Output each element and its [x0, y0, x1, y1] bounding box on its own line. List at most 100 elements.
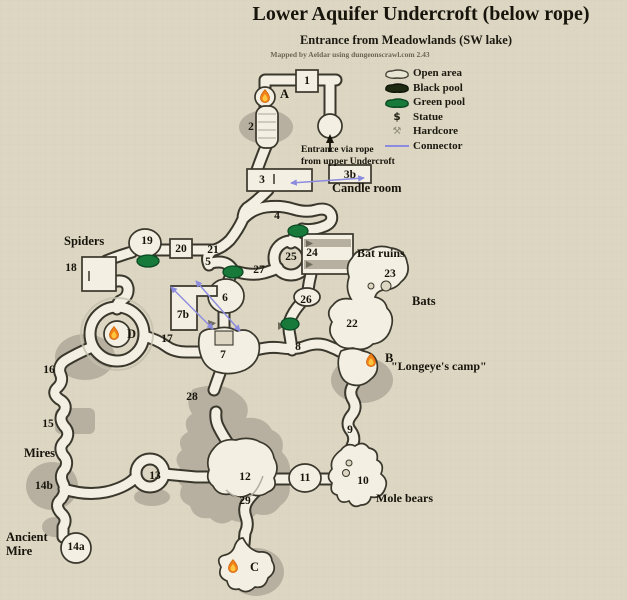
flame-inner [230, 564, 236, 572]
room-18 [81, 256, 117, 292]
room-11 [288, 463, 322, 493]
legend-label: Black pool [413, 81, 463, 94]
pillar-hole [345, 459, 353, 467]
room-number-15: 15 [42, 418, 54, 430]
room-number-28: 28 [186, 391, 198, 403]
green-pool [287, 224, 309, 238]
room-number-29: 29 [239, 495, 251, 507]
flames-layer [109, 89, 376, 573]
poi-letter-D: D [127, 327, 136, 341]
map-label-longeye-s-camp: "Longeye's camp" [391, 359, 487, 373]
room-number-13: 13 [149, 470, 161, 482]
pillar-hole [342, 469, 350, 477]
rooms [60, 69, 409, 593]
room-number-19: 19 [141, 235, 153, 247]
legend-label: Connector [413, 139, 463, 152]
poi-letter-B: B [385, 351, 393, 365]
room-number-4: 4 [274, 210, 280, 222]
green-pool-swatch-icon [381, 97, 413, 109]
connector-line [170, 286, 214, 330]
pools-layer [136, 224, 309, 331]
green-pool [280, 317, 300, 331]
connectors-layer [170, 175, 365, 332]
map-label-candle-room: Candle room [332, 181, 402, 195]
poi-letter-A: A [280, 87, 289, 101]
room-7-pillar [214, 330, 234, 346]
attribution-note: Mapped by Aeldar using dungeonscrawl.com… [270, 50, 430, 59]
room-number-7b: 7b [177, 309, 189, 321]
flame-icon [228, 559, 238, 573]
green-pool [136, 254, 160, 268]
legend-label: Statue [413, 110, 443, 123]
room-14a [60, 532, 92, 564]
entrance-arrow-icon [326, 134, 334, 143]
room-1 [295, 69, 319, 93]
ruins-band [304, 260, 351, 269]
room-C-star [217, 537, 276, 593]
flame-inner [262, 94, 268, 102]
map-label-spiders: Spiders [64, 234, 104, 248]
poi-letter-C: C [250, 560, 259, 574]
connector-line [290, 177, 365, 184]
room-number-2: 2 [248, 121, 254, 133]
room-3 [246, 168, 313, 192]
ruins-band [304, 239, 351, 247]
legend-row-statue: $ Statue [381, 111, 465, 125]
map-label-mire: Mire [6, 544, 33, 558]
connector-arrow-icon [233, 324, 241, 332]
room-number-3: 3 [259, 174, 265, 186]
legend-label: Open area [413, 67, 462, 80]
room-number-10: 10 [357, 475, 369, 487]
pillar-hole [367, 282, 375, 290]
legend-row-connector: Connector [381, 140, 465, 154]
room-number-14a: 14a [67, 541, 85, 553]
door-marker-icon [306, 240, 313, 247]
flame-icon [109, 326, 119, 340]
room-number-22: 22 [346, 318, 358, 330]
black-pool-swatch-icon [381, 82, 413, 94]
map-label-bat-ruins: Bat ruins [357, 246, 405, 260]
longeye-camp-room [337, 347, 379, 387]
connector-arrow-icon [170, 286, 178, 294]
room-number-26: 26 [300, 294, 312, 306]
rooms-22-23 [327, 245, 409, 351]
legend-row-green-pool: Green pool [381, 96, 465, 110]
flame-inner [368, 358, 374, 366]
map-label-bats: Bats [412, 294, 436, 308]
room-7b [170, 285, 218, 331]
connector-arrow-icon [357, 175, 365, 182]
room-20 [169, 238, 193, 259]
room-number-11: 11 [300, 472, 311, 484]
hardcore-icon: ⚒ [392, 126, 402, 138]
room-10 [327, 442, 388, 508]
pillar-hole [380, 280, 392, 292]
room-number-20: 20 [175, 243, 187, 255]
map-label-from-upper-undercroft: from upper Undercroft [301, 157, 396, 167]
room-2-hatching [258, 113, 276, 139]
map-label-mole-bears: Mole bears [376, 491, 433, 505]
room-number-12: 12 [239, 471, 251, 483]
room-12-cavern [206, 437, 278, 498]
room-number-17: 17 [161, 333, 173, 345]
page-title: Lower Aquifer Undercroft (below rope) [252, 3, 590, 25]
open-area-swatch-icon [381, 68, 413, 80]
map-label-ancient: Ancient [6, 530, 49, 544]
room-number-7: 7 [220, 349, 226, 361]
flame-icon [260, 89, 270, 103]
connector-line [195, 280, 241, 332]
room-number-9: 9 [347, 424, 353, 436]
map-label-mires: Mires [24, 446, 55, 460]
legend-row-open-area: Open area [381, 67, 465, 81]
room-number-14b: 14b [35, 480, 53, 492]
room-number-21: 21 [207, 244, 219, 256]
room-number-1: 1 [304, 75, 310, 87]
room-number-25: 25 [285, 251, 297, 263]
room-number-18: 18 [65, 262, 77, 274]
room-number-16: 16 [43, 364, 55, 376]
pillars-layer [342, 280, 392, 477]
flame-inner [111, 331, 117, 339]
legend: Open area Black pool Green pool $ Statue… [381, 67, 465, 153]
door-marker-icon [306, 261, 313, 268]
